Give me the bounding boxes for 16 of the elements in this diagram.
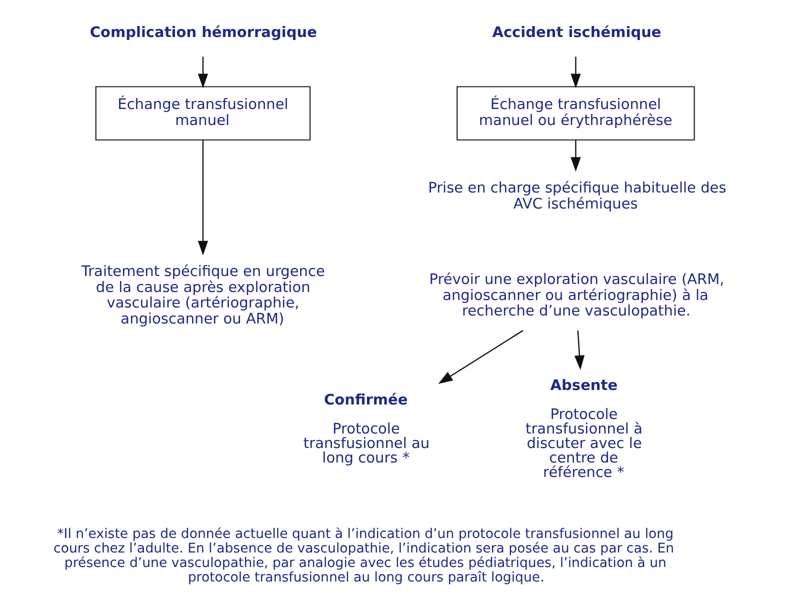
node-text: Prévoir une exploration vasculaire (ARM, angioscanner ou artériographie) à la recherche d’une vasculopathie. — [429, 272, 724, 320]
node-box: Échange transfusionnel manuel ou érythraphérèse — [456, 86, 695, 141]
arrow — [438, 330, 524, 384]
node-text: Prise en charge spécifique habituelle des AVC ischémiques — [428, 180, 726, 212]
node-text: Complication hémorragique — [90, 25, 317, 42]
arrow — [198, 56, 208, 88]
label: *Il n’existe pas de donnée actuelle quant à l’indication d’un protocole transfusionnel au long cours chez l’adulte. En l’absence de vasculopathie, l’indication sera posée au cas par cas. En présence d’une vasculopathie, par analogie avec les études pédiatriques, l’indication à un protocole transfusionnel au long cours paraît logique. — [54, 526, 674, 586]
arrow — [570, 140, 581, 172]
node-text: Accident ischémique — [492, 25, 662, 42]
arrow — [198, 140, 208, 256]
arrow — [570, 56, 581, 88]
node-text: Confirmée Protocole transfusionnel au long cours * — [303, 392, 430, 467]
node-text: Traitement spécifique en urgence de la cause après exploration vasculaire (artériographie, angioscanner ou ARM) — [81, 264, 325, 328]
arrow — [574, 330, 585, 370]
node-text: Absente Protocole transfusionnel à discuter avec le centre de référence * — [526, 378, 642, 482]
node-box: Échange transfusionnel manuel — [95, 86, 311, 141]
